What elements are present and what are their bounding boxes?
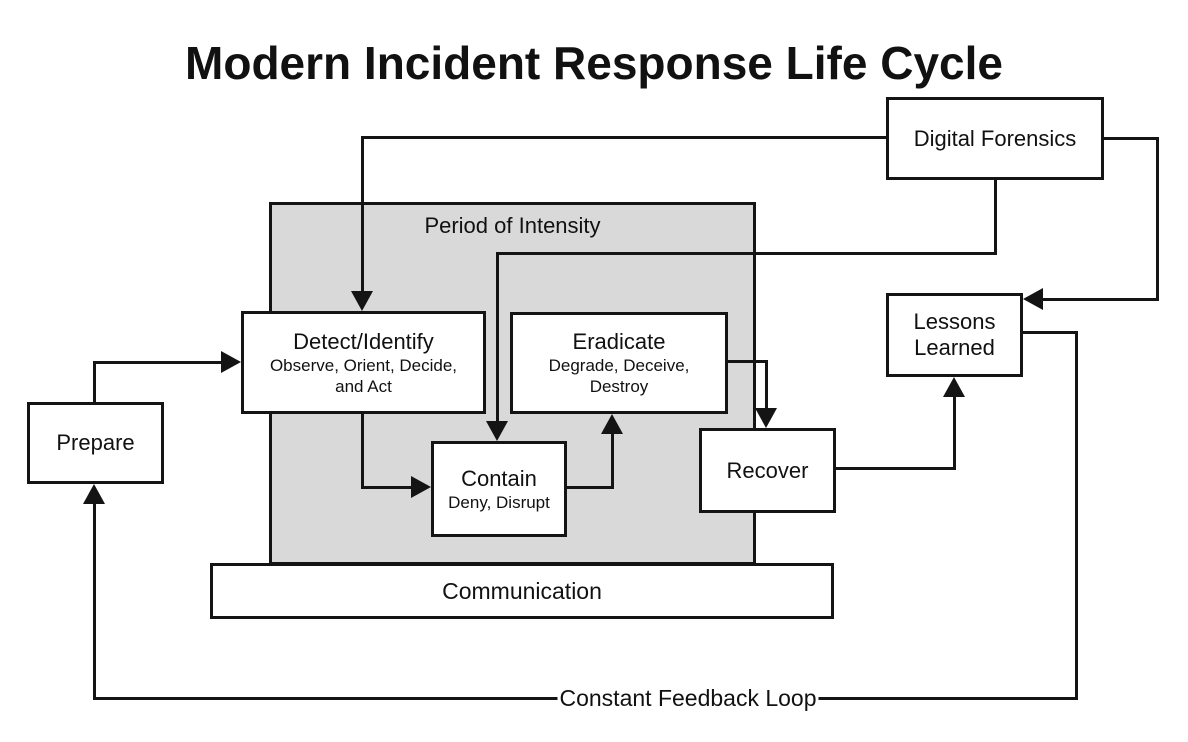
- constant-feedback-loop-label: Constant Feedback Loop: [557, 685, 819, 712]
- edge-segment: [567, 486, 614, 489]
- edge-segment: [953, 396, 956, 470]
- edge-segment: [994, 179, 997, 255]
- edge-segment: [93, 502, 96, 700]
- arrowhead-into-contain-top: [486, 421, 508, 441]
- edge-segment: [361, 136, 364, 293]
- edge-segment: [93, 361, 96, 403]
- digital-forensics-box: Digital Forensics: [886, 97, 1104, 180]
- prepare-label: Prepare: [56, 430, 135, 455]
- edge-segment: [1156, 137, 1159, 301]
- edge-segment: [1043, 298, 1159, 301]
- digital-forensics-label: Digital Forensics: [913, 125, 1077, 151]
- diagram-title: Modern Incident Response Life Cycle: [185, 37, 1003, 89]
- detect-identify-sublabel: Observe, Orient, Decide, and Act: [269, 355, 458, 396]
- period-of-intensity-label: Period of Intensity: [424, 213, 601, 238]
- contain-box: Contain Deny, Disrupt: [431, 441, 567, 537]
- arrowhead-into-lessons-right: [1023, 288, 1043, 310]
- eradicate-label: Eradicate: [572, 329, 666, 354]
- communication-bar: Communication: [210, 563, 834, 619]
- arrowhead-into-prepare-bottom: [83, 484, 105, 504]
- contain-label: Contain: [461, 465, 537, 491]
- edge-segment: [1075, 331, 1078, 700]
- recover-label: Recover: [726, 457, 809, 483]
- arrowhead-into-eradicate-bottom: [601, 414, 623, 434]
- detect-identify-box: Detect/Identify Observe, Orient, Decide,…: [241, 311, 486, 414]
- edge-segment: [361, 414, 364, 489]
- edge-segment: [611, 432, 614, 489]
- prepare-box: Prepare: [27, 402, 164, 484]
- arrowhead-into-lessons-bottom: [943, 377, 965, 397]
- arrowhead-into-recover-top: [755, 408, 777, 428]
- edge-segment: [496, 252, 499, 421]
- recover-box: Recover: [699, 428, 836, 513]
- communication-label: Communication: [442, 577, 602, 604]
- eradicate-sublabel: Degrade, Deceive, Destroy: [548, 356, 690, 396]
- edge-segment: [728, 360, 768, 363]
- arrowhead-into-detect-left: [221, 351, 241, 373]
- arrowhead-into-detect-top: [351, 291, 373, 311]
- arrowhead-into-contain-left: [411, 476, 431, 498]
- edge-segment: [361, 486, 413, 489]
- lessons-learned-label: Lessons Learned: [913, 309, 996, 360]
- lessons-learned-box: Lessons Learned: [886, 293, 1023, 377]
- eradicate-box: Eradicate Degrade, Deceive, Destroy: [510, 312, 728, 414]
- contain-sublabel: Deny, Disrupt: [448, 492, 550, 512]
- edge-segment: [765, 360, 768, 410]
- edge-segment: [93, 361, 223, 364]
- edge-segment: [496, 252, 997, 255]
- detect-identify-label: Detect/Identify: [293, 328, 434, 354]
- edge-segment: [836, 467, 956, 470]
- edge-segment: [1023, 331, 1078, 334]
- edge-segment: [1104, 137, 1159, 140]
- edge-segment: [361, 136, 886, 139]
